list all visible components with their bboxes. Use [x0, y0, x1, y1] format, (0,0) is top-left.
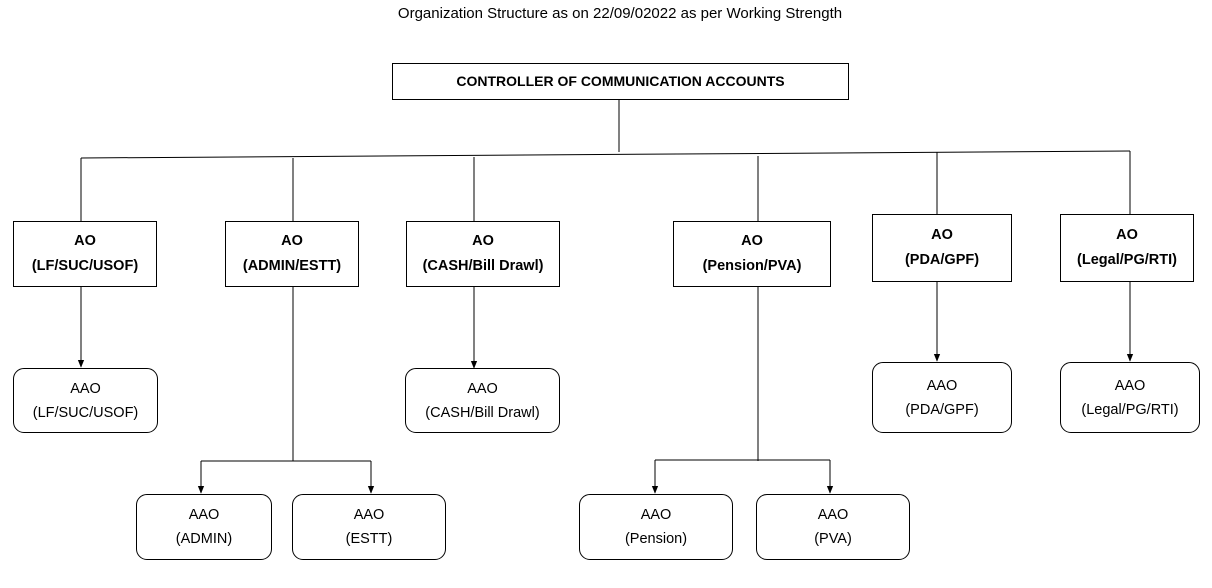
aao-section: (ADMIN) [175, 531, 233, 547]
ao-label: AO [741, 233, 763, 249]
aao-label: AAO [926, 377, 958, 394]
ao-section: (CASH/Bill Drawl) [422, 258, 544, 274]
aao-box: AAO (Legal/PG/RTI) [1060, 362, 1200, 433]
aao-label: AAO [640, 507, 672, 523]
ao-box: AO (Legal/PG/RTI) [1060, 214, 1194, 282]
aao-label: AAO [467, 380, 498, 397]
aao-section: (Legal/PG/RTI) [1081, 401, 1179, 418]
aao-label: AAO [188, 507, 220, 523]
chart-title: Organization Structure as on 22/09/02022… [397, 5, 843, 22]
ao-label: AO [1116, 227, 1138, 243]
ao-section: (LF/SUC/USOF) [31, 258, 139, 274]
aao-label: AAO [70, 380, 101, 397]
aao-section: (Pension) [624, 531, 688, 547]
ao-box: AO (PDA/GPF) [872, 214, 1012, 282]
aao-label: AAO [1114, 377, 1146, 394]
aao-box: AAO (PDA/GPF) [872, 362, 1012, 433]
aao-section: (ESTT) [345, 531, 393, 547]
root-label: CONTROLLER OF COMMUNICATION ACCOUNTS [456, 73, 785, 89]
aao-label: AAO [817, 507, 849, 523]
ao-label: AO [281, 233, 303, 249]
aao-section: (PVA) [814, 531, 852, 547]
aao-section: (LF/SUC/USOF) [32, 404, 139, 421]
ao-label: AO [931, 227, 953, 243]
ao-section: (ADMIN/ESTT) [242, 258, 342, 274]
aao-box: AAO (ESTT) [292, 494, 446, 560]
ao-label: AO [74, 233, 96, 249]
ao-box: AO (ADMIN/ESTT) [225, 221, 359, 287]
aao-section: (CASH/Bill Drawl) [425, 404, 540, 421]
ao-box: AO (Pension/PVA) [673, 221, 831, 287]
aao-box: AAO (PVA) [756, 494, 910, 560]
aao-box: AAO (ADMIN) [136, 494, 272, 560]
aao-label: AAO [353, 507, 385, 523]
main-bus-line [80, 150, 1131, 159]
ao-label: AO [472, 233, 494, 249]
aao-box: AAO (Pension) [579, 494, 733, 560]
aao-box: AAO (LF/SUC/USOF) [13, 368, 158, 433]
ao-section: (PDA/GPF) [904, 252, 980, 268]
ao-section: (Pension/PVA) [702, 258, 802, 274]
aao-box: AAO (CASH/Bill Drawl) [405, 368, 560, 433]
aao-section: (PDA/GPF) [905, 401, 979, 418]
ao-section: (Legal/PG/RTI) [1077, 252, 1177, 268]
root-box: CONTROLLER OF COMMUNICATION ACCOUNTS [392, 63, 849, 100]
ao-box: AO (LF/SUC/USOF) [13, 221, 157, 287]
ao-box: AO (CASH/Bill Drawl) [406, 221, 560, 287]
